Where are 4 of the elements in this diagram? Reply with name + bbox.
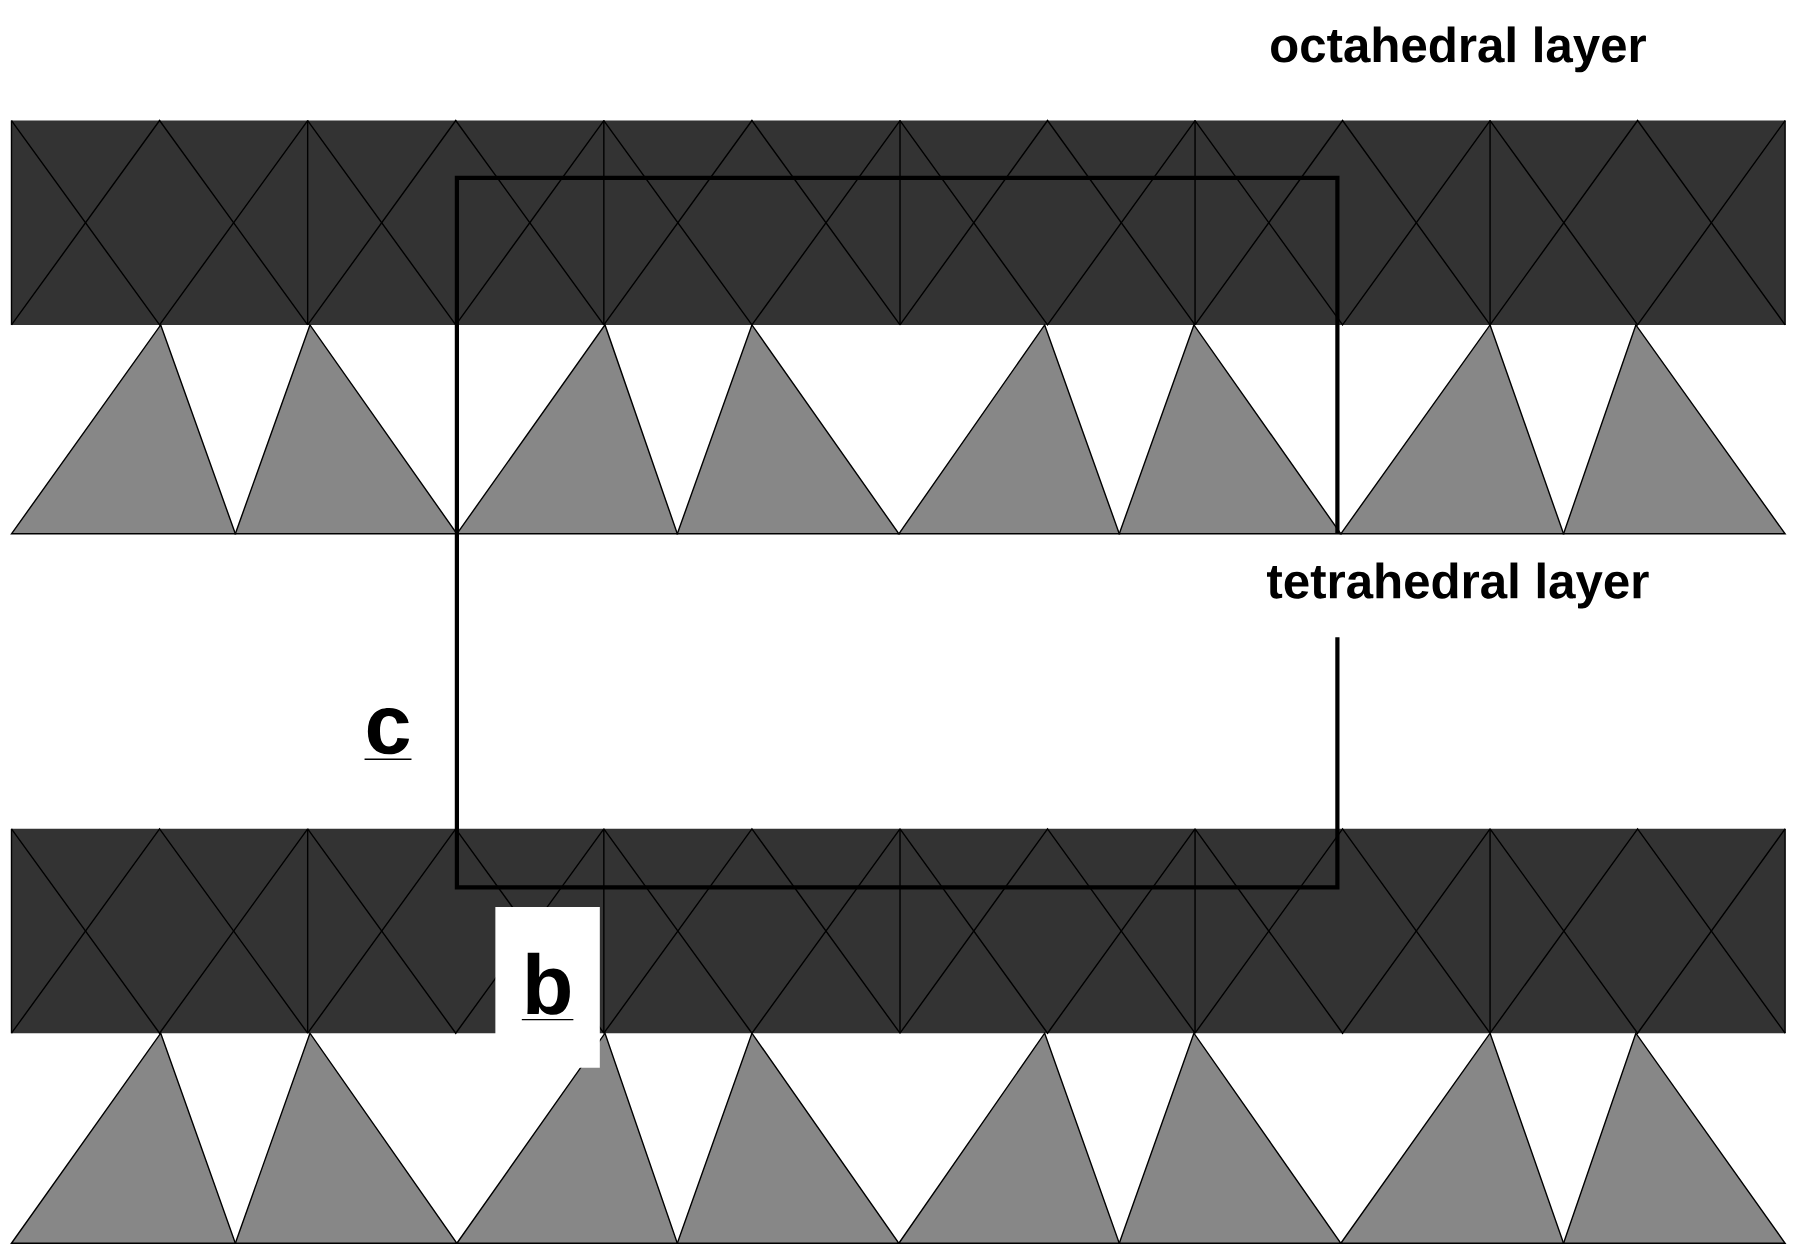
axis-label: b <box>495 907 600 1068</box>
layer-label: octahedral layer <box>1271 26 1646 73</box>
layer-label: tetrahedral layer <box>1267 562 1649 609</box>
axis-label: c <box>363 708 413 761</box>
